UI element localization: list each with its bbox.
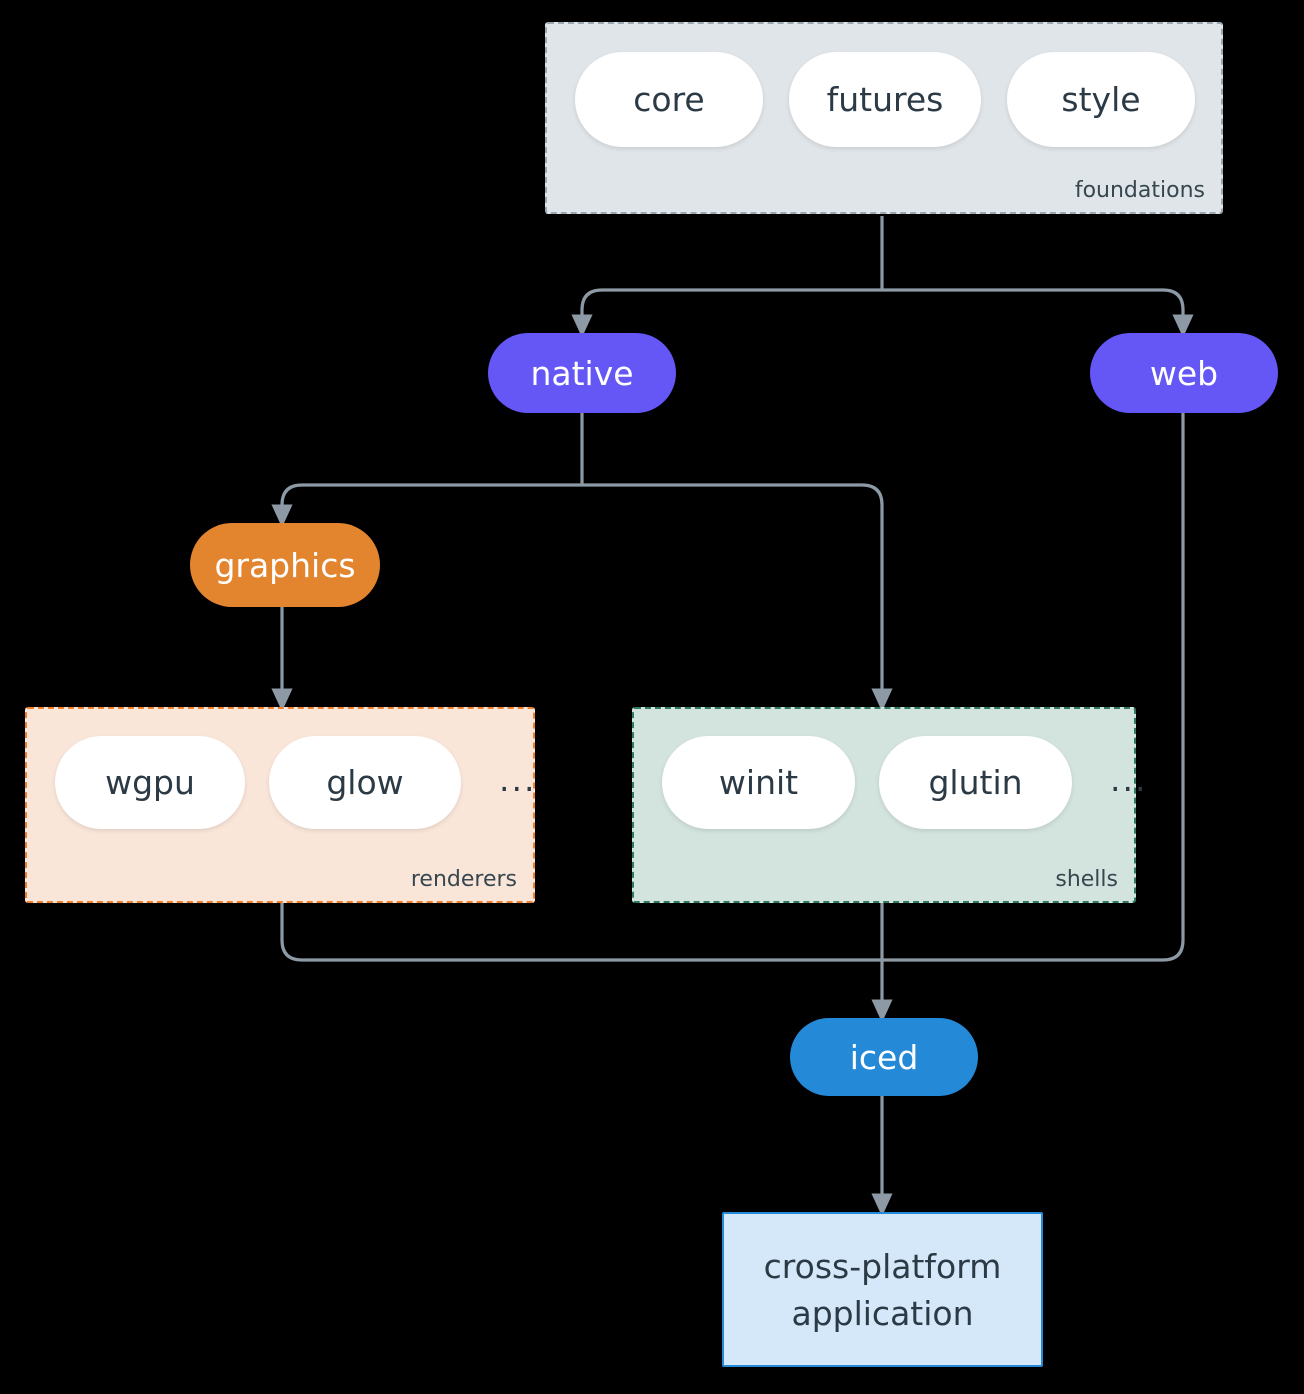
group-shells: winit glutin ... shells	[632, 707, 1145, 903]
renderers-ellipsis: ...	[499, 760, 537, 799]
node-web-label: web	[1149, 353, 1219, 393]
edge-foundations-web	[882, 288, 1194, 338]
node-style-label: style	[1061, 80, 1141, 119]
node-winit-label: winit	[718, 763, 799, 802]
node-native-label: native	[530, 353, 634, 393]
node-iced[interactable]: iced	[790, 1018, 978, 1096]
node-glutin-label: glutin	[928, 763, 1023, 802]
node-graphics-label: graphics	[214, 545, 356, 585]
edge-renderers-iced	[280, 903, 882, 962]
group-foundations: core futures style foundations	[545, 22, 1223, 214]
node-wgpu[interactable]: wgpu	[55, 736, 245, 829]
group-foundations-label: foundations	[1074, 178, 1205, 203]
node-application-label-line2: application	[791, 1293, 974, 1333]
node-glow-label: glow	[326, 763, 404, 802]
edge-native-graphics	[271, 483, 582, 528]
node-glow[interactable]: glow	[269, 736, 461, 829]
node-core[interactable]: core	[575, 52, 763, 147]
node-futures-label: futures	[826, 80, 944, 119]
node-graphics[interactable]: graphics	[190, 523, 380, 607]
group-renderers-label: renderers	[410, 867, 517, 892]
node-application-label-line1: cross-platform	[763, 1246, 1002, 1286]
node-style[interactable]: style	[1007, 52, 1195, 147]
group-shells-label: shells	[1055, 867, 1118, 892]
edge-foundations-native	[571, 288, 882, 338]
node-winit[interactable]: winit	[662, 736, 855, 829]
edge-native-shells	[582, 483, 893, 712]
node-web[interactable]: web	[1090, 333, 1278, 413]
node-wgpu-label: wgpu	[105, 763, 195, 802]
node-core-label: core	[633, 80, 705, 119]
group-renderers: wgpu glow ... renderers	[25, 707, 535, 903]
node-iced-label: iced	[849, 1037, 919, 1077]
node-glutin[interactable]: glutin	[879, 736, 1072, 829]
shells-pill-row: winit glutin ...	[662, 736, 1147, 829]
node-futures[interactable]: futures	[789, 52, 981, 147]
shells-ellipsis: ...	[1110, 760, 1148, 799]
foundations-pill-row: core futures style	[575, 52, 1195, 147]
node-application[interactable]: cross-platform application	[722, 1212, 1043, 1367]
node-native[interactable]: native	[488, 333, 676, 413]
renderers-pill-row: wgpu glow ...	[55, 736, 536, 829]
